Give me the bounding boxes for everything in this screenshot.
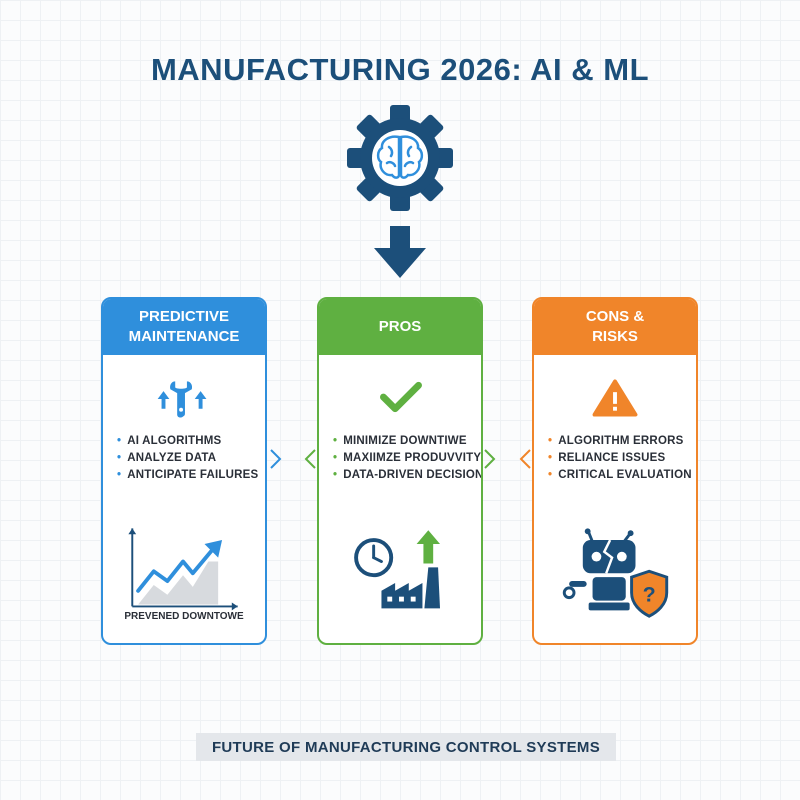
- list-item: •DATA-DRIVEN DECISIONS: [333, 469, 483, 481]
- chevron-right-icon: [484, 449, 496, 469]
- arrow-down-icon: [374, 226, 426, 278]
- warning-icon: [592, 379, 638, 417]
- footer-banner: FUTURE OF MANUFACTURING CONTROL SYSTEMS: [196, 733, 616, 761]
- cons-risks-card: CONS & RISKS •ALGORITHM ERRORS •RELIANCE…: [532, 297, 698, 645]
- card-heading: CONS & RISKS: [534, 299, 696, 355]
- list-item: •MAXIIMZE PRODUVVITY: [333, 452, 482, 464]
- chart-caption: PREVENED DOWNTOWE: [124, 611, 244, 622]
- svg-text:?: ?: [643, 583, 656, 607]
- card-item-list: •MINIMIZE DOWNTIWE •MAXIIMZE PRODUVVITY …: [333, 433, 483, 484]
- list-item: •ALGORITHM ERRORS: [548, 435, 684, 447]
- card-heading: PROS: [319, 299, 481, 355]
- list-item: •AI ALGORITHMS: [117, 435, 222, 447]
- wrench-arrows-icon: [157, 381, 207, 418]
- chevron-left-icon: [304, 449, 316, 469]
- predictive-maintenance-card: PREDICTIVE MAINTENANCE •AI ALGORITHMS •A…: [101, 297, 267, 645]
- list-item: •ANALYZE DATA: [117, 452, 217, 464]
- list-item: •ANTICIPATE FAILURES: [117, 469, 259, 481]
- list-item: •CRITICAL EVALUATION: [548, 469, 692, 481]
- chevron-right-icon: [270, 449, 282, 469]
- broken-robot-shield-icon: ?: [562, 528, 669, 618]
- card-item-list: •ALGORITHM ERRORS •RELIANCE ISSUES •CRIT…: [548, 433, 692, 484]
- list-item: •MINIMIZE DOWNTIWE: [333, 435, 467, 447]
- chevron-left-icon: [519, 449, 531, 469]
- card-item-list: •AI ALGORITHMS •ANALYZE DATA •ANTICIPATE…: [117, 433, 258, 484]
- clock-factory-icon: [354, 530, 441, 609]
- rising-chart-icon: [128, 528, 238, 611]
- page-title: MANUFACTURING 2026: AI & ML: [150, 52, 650, 87]
- checkmark-icon: [379, 381, 422, 413]
- gear-brain-icon: [347, 105, 453, 211]
- list-item: •RELIANCE ISSUES: [548, 452, 666, 464]
- pros-card: PROS •MINIMIZE DOWNTIWE •MAXIIMZE PRODUV…: [317, 297, 483, 645]
- card-heading: PREDICTIVE MAINTENANCE: [103, 299, 265, 355]
